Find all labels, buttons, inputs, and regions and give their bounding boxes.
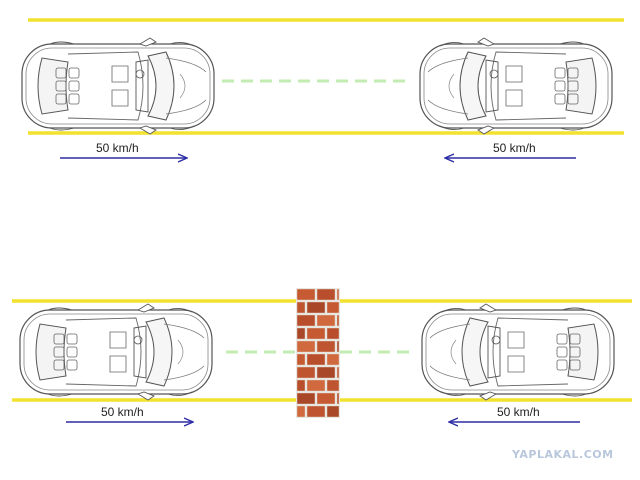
brick [297, 341, 315, 352]
car-right [419, 37, 613, 135]
brick [317, 289, 335, 300]
car-right [421, 303, 615, 401]
brick [307, 328, 325, 339]
brick [297, 380, 305, 391]
brick [327, 328, 339, 339]
brick [327, 302, 339, 313]
brick [327, 354, 339, 365]
brick [317, 393, 335, 404]
brick [317, 315, 335, 326]
brick [337, 315, 339, 326]
brick [337, 393, 339, 404]
brick [317, 367, 335, 378]
brick [337, 341, 339, 352]
brick [297, 393, 315, 404]
brick [307, 302, 325, 313]
speed-label-right: 50 km/h [493, 141, 536, 155]
car-top-view-icon [19, 303, 213, 401]
brick [297, 406, 305, 417]
speed-label-left: 50 km/h [96, 141, 139, 155]
brick [297, 328, 305, 339]
car-top-view-icon [421, 303, 615, 401]
scene-wall: 50 km/h 50 km/h [12, 288, 632, 422]
brick [337, 289, 339, 300]
brick [307, 406, 325, 417]
brick-wall-icon [296, 288, 340, 418]
brick [337, 367, 339, 378]
brick [297, 302, 305, 313]
scene-head-on: 50 km/h 50 km/h [21, 18, 624, 158]
speed-label-right: 50 km/h [497, 405, 540, 419]
car-left [19, 303, 213, 401]
brick [307, 354, 325, 365]
brick [327, 380, 339, 391]
car-top-view-icon [419, 37, 613, 135]
brick [297, 354, 305, 365]
brick [297, 367, 315, 378]
car-top-view-icon [21, 37, 215, 135]
car-left [21, 37, 215, 135]
brick [297, 315, 315, 326]
brick [307, 380, 325, 391]
brick [317, 341, 335, 352]
brick [297, 289, 315, 300]
brick [327, 406, 339, 417]
speed-label-left: 50 km/h [101, 405, 144, 419]
watermark: YAPLAKAL.COM [512, 448, 614, 461]
